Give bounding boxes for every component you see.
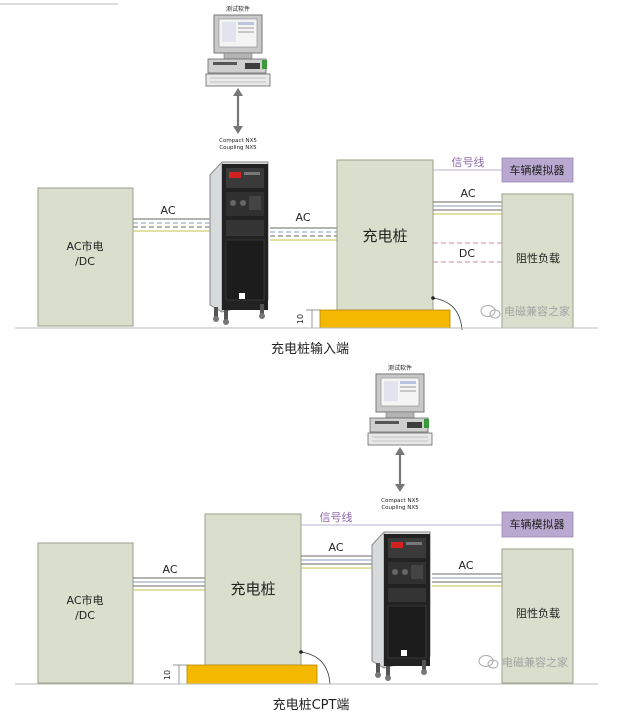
height-label: 10 xyxy=(296,314,305,324)
ac-cable-left-2 xyxy=(133,577,205,591)
ac-cable-left xyxy=(133,218,210,232)
top-caption: 充电桩输入端 xyxy=(271,341,349,357)
bottom-diagram: 测试软件 Compact NX5 Coupling NX5 AC市电 /D xyxy=(15,364,598,713)
test-pc-icon: 测试软件 xyxy=(205,5,271,87)
ground-wire xyxy=(432,297,463,331)
charger-label-2: 充电桩 xyxy=(230,580,275,598)
ac-cable-right xyxy=(433,201,502,215)
charger-label: 充电桩 xyxy=(362,227,407,245)
device-label-line2-2: Coupling NX5 xyxy=(381,505,419,511)
insulation-platform-2 xyxy=(186,664,318,685)
resistive-load-box-2 xyxy=(501,548,574,684)
source-label-line1-2: AC市电 xyxy=(66,593,103,607)
emc-test-cabinet-icon xyxy=(209,161,269,325)
insulation-platform xyxy=(319,309,451,329)
ac-label-right-2: AC xyxy=(458,559,473,572)
device-label-line1: Compact NX5 xyxy=(219,138,257,144)
vehicle-sim-label-2: 车辆模拟器 xyxy=(510,517,565,531)
ac-label-left: AC xyxy=(160,204,175,217)
pc-label: 测试软件 xyxy=(226,5,250,13)
top-diagram: 测试软件 Compact NX5 Coupling NX5 AC市电 xyxy=(0,3,598,357)
vehicle-sim-label: 车辆模拟器 xyxy=(510,163,565,177)
height-label-2: 10 xyxy=(163,670,172,680)
watermark-text: 电磁兼容之家 xyxy=(504,304,570,318)
bottom-caption: 充电桩CPT端 xyxy=(273,697,350,713)
device-label-line2: Coupling NX5 xyxy=(219,145,257,151)
pc-label-2: 测试软件 xyxy=(388,364,412,372)
ac-cable-right-2 xyxy=(432,573,502,587)
ac-label-mid: AC xyxy=(295,211,310,224)
resistive-load-box xyxy=(501,193,574,329)
vehicle-simulator-box-2 xyxy=(501,511,574,538)
load-label: 阻性负载 xyxy=(516,251,560,265)
ac-cable-mid xyxy=(270,227,337,241)
pc-link-arrow xyxy=(233,88,243,134)
pc-link-arrow-2 xyxy=(395,447,405,492)
ac-label-left-2: AC xyxy=(162,563,177,576)
test-pc-icon-2: 测试软件 xyxy=(367,364,433,446)
watermark-wechat-icon xyxy=(480,305,501,319)
device-label-line1-2: Compact NX5 xyxy=(381,498,419,504)
ac-source-box xyxy=(37,187,134,327)
charger-box xyxy=(336,159,434,311)
watermark-text-2: 电磁兼容之家 xyxy=(502,655,568,669)
emc-test-cabinet-icon-2 xyxy=(371,531,431,681)
watermark-wechat-icon-2 xyxy=(478,655,499,669)
load-label-2: 阻性负载 xyxy=(516,606,560,620)
dc-cable xyxy=(433,242,502,263)
source-label-line2-2: /DC xyxy=(75,609,95,622)
source-label-line1: AC市电 xyxy=(66,239,103,253)
vehicle-simulator-box xyxy=(501,157,574,183)
ac-source-box-2 xyxy=(37,542,134,684)
ac-label-mid-2: AC xyxy=(328,541,343,554)
ac-cable-mid-2 xyxy=(301,555,372,569)
dc-label: DC xyxy=(459,247,475,260)
source-label-line2: /DC xyxy=(75,255,95,268)
signal-label: 信号线 xyxy=(452,155,485,169)
ac-label-right: AC xyxy=(460,187,475,200)
ground-wire-2 xyxy=(300,651,331,685)
charger-box-2 xyxy=(204,513,302,666)
signal-label-2: 信号线 xyxy=(320,510,353,524)
